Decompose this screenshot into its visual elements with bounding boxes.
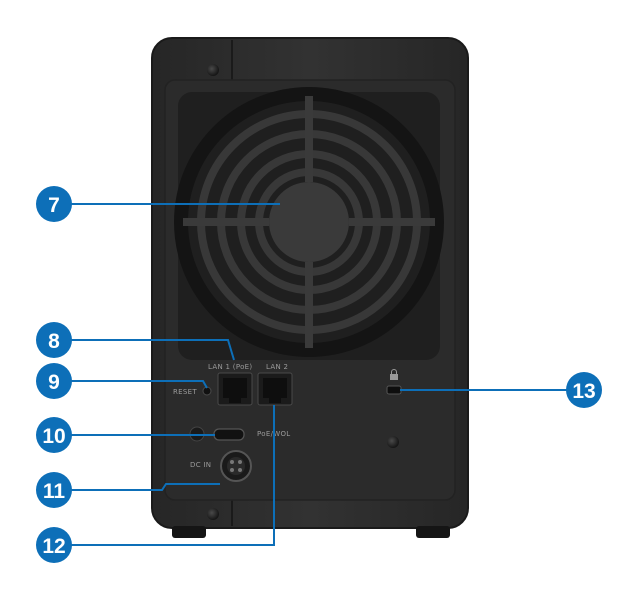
lan1-label: LAN 1 (PoE) — [208, 363, 252, 371]
foot-right — [416, 526, 450, 538]
leader-11 — [70, 483, 220, 491]
fan-hub — [269, 182, 349, 262]
lan1-port[interactable] — [217, 372, 253, 406]
callout-12: 12 — [36, 527, 72, 563]
power-label: DC IN — [190, 461, 211, 469]
ports-area: LAN 1 (PoE) LAN 2 RESET DC IN PoE/WOL — [173, 363, 402, 482]
callout-8: 8 — [36, 322, 72, 358]
leader-9 — [70, 380, 208, 389]
callout-11-number: 11 — [43, 480, 66, 503]
lan2-port[interactable] — [257, 372, 293, 406]
reset-button[interactable] — [202, 386, 212, 396]
callout-13: 13 — [566, 372, 602, 408]
callout-7-number: 7 — [48, 194, 60, 217]
callout-8-number: 8 — [48, 330, 60, 353]
callout-7: 7 — [36, 186, 72, 222]
lan2-label: LAN 2 — [266, 363, 288, 371]
usb-port[interactable] — [213, 428, 245, 441]
callout-9: 9 — [36, 363, 72, 399]
power-jack[interactable] — [220, 450, 252, 482]
callout-12-number: 12 — [42, 535, 65, 558]
leader-12 — [70, 405, 275, 546]
callout-11: 11 — [36, 472, 72, 508]
callout-10: 10 — [36, 417, 72, 453]
security-slot[interactable] — [386, 385, 402, 395]
fan-spokes — [183, 96, 435, 348]
screw-bottom-left — [207, 508, 219, 520]
fan-grille — [174, 87, 444, 360]
callout-10-number: 10 — [42, 425, 65, 448]
fan-ring-outer — [174, 87, 444, 357]
leader-8 — [70, 339, 235, 361]
screw-top-left — [207, 64, 219, 76]
callout-9-number: 9 — [48, 371, 60, 394]
foot-left — [172, 526, 206, 538]
lock-icon — [390, 369, 398, 380]
callout-13-number: 13 — [572, 380, 595, 403]
leader-lines — [70, 203, 568, 546]
reset-label: RESET — [173, 388, 197, 396]
screw-lower-right — [387, 436, 399, 448]
